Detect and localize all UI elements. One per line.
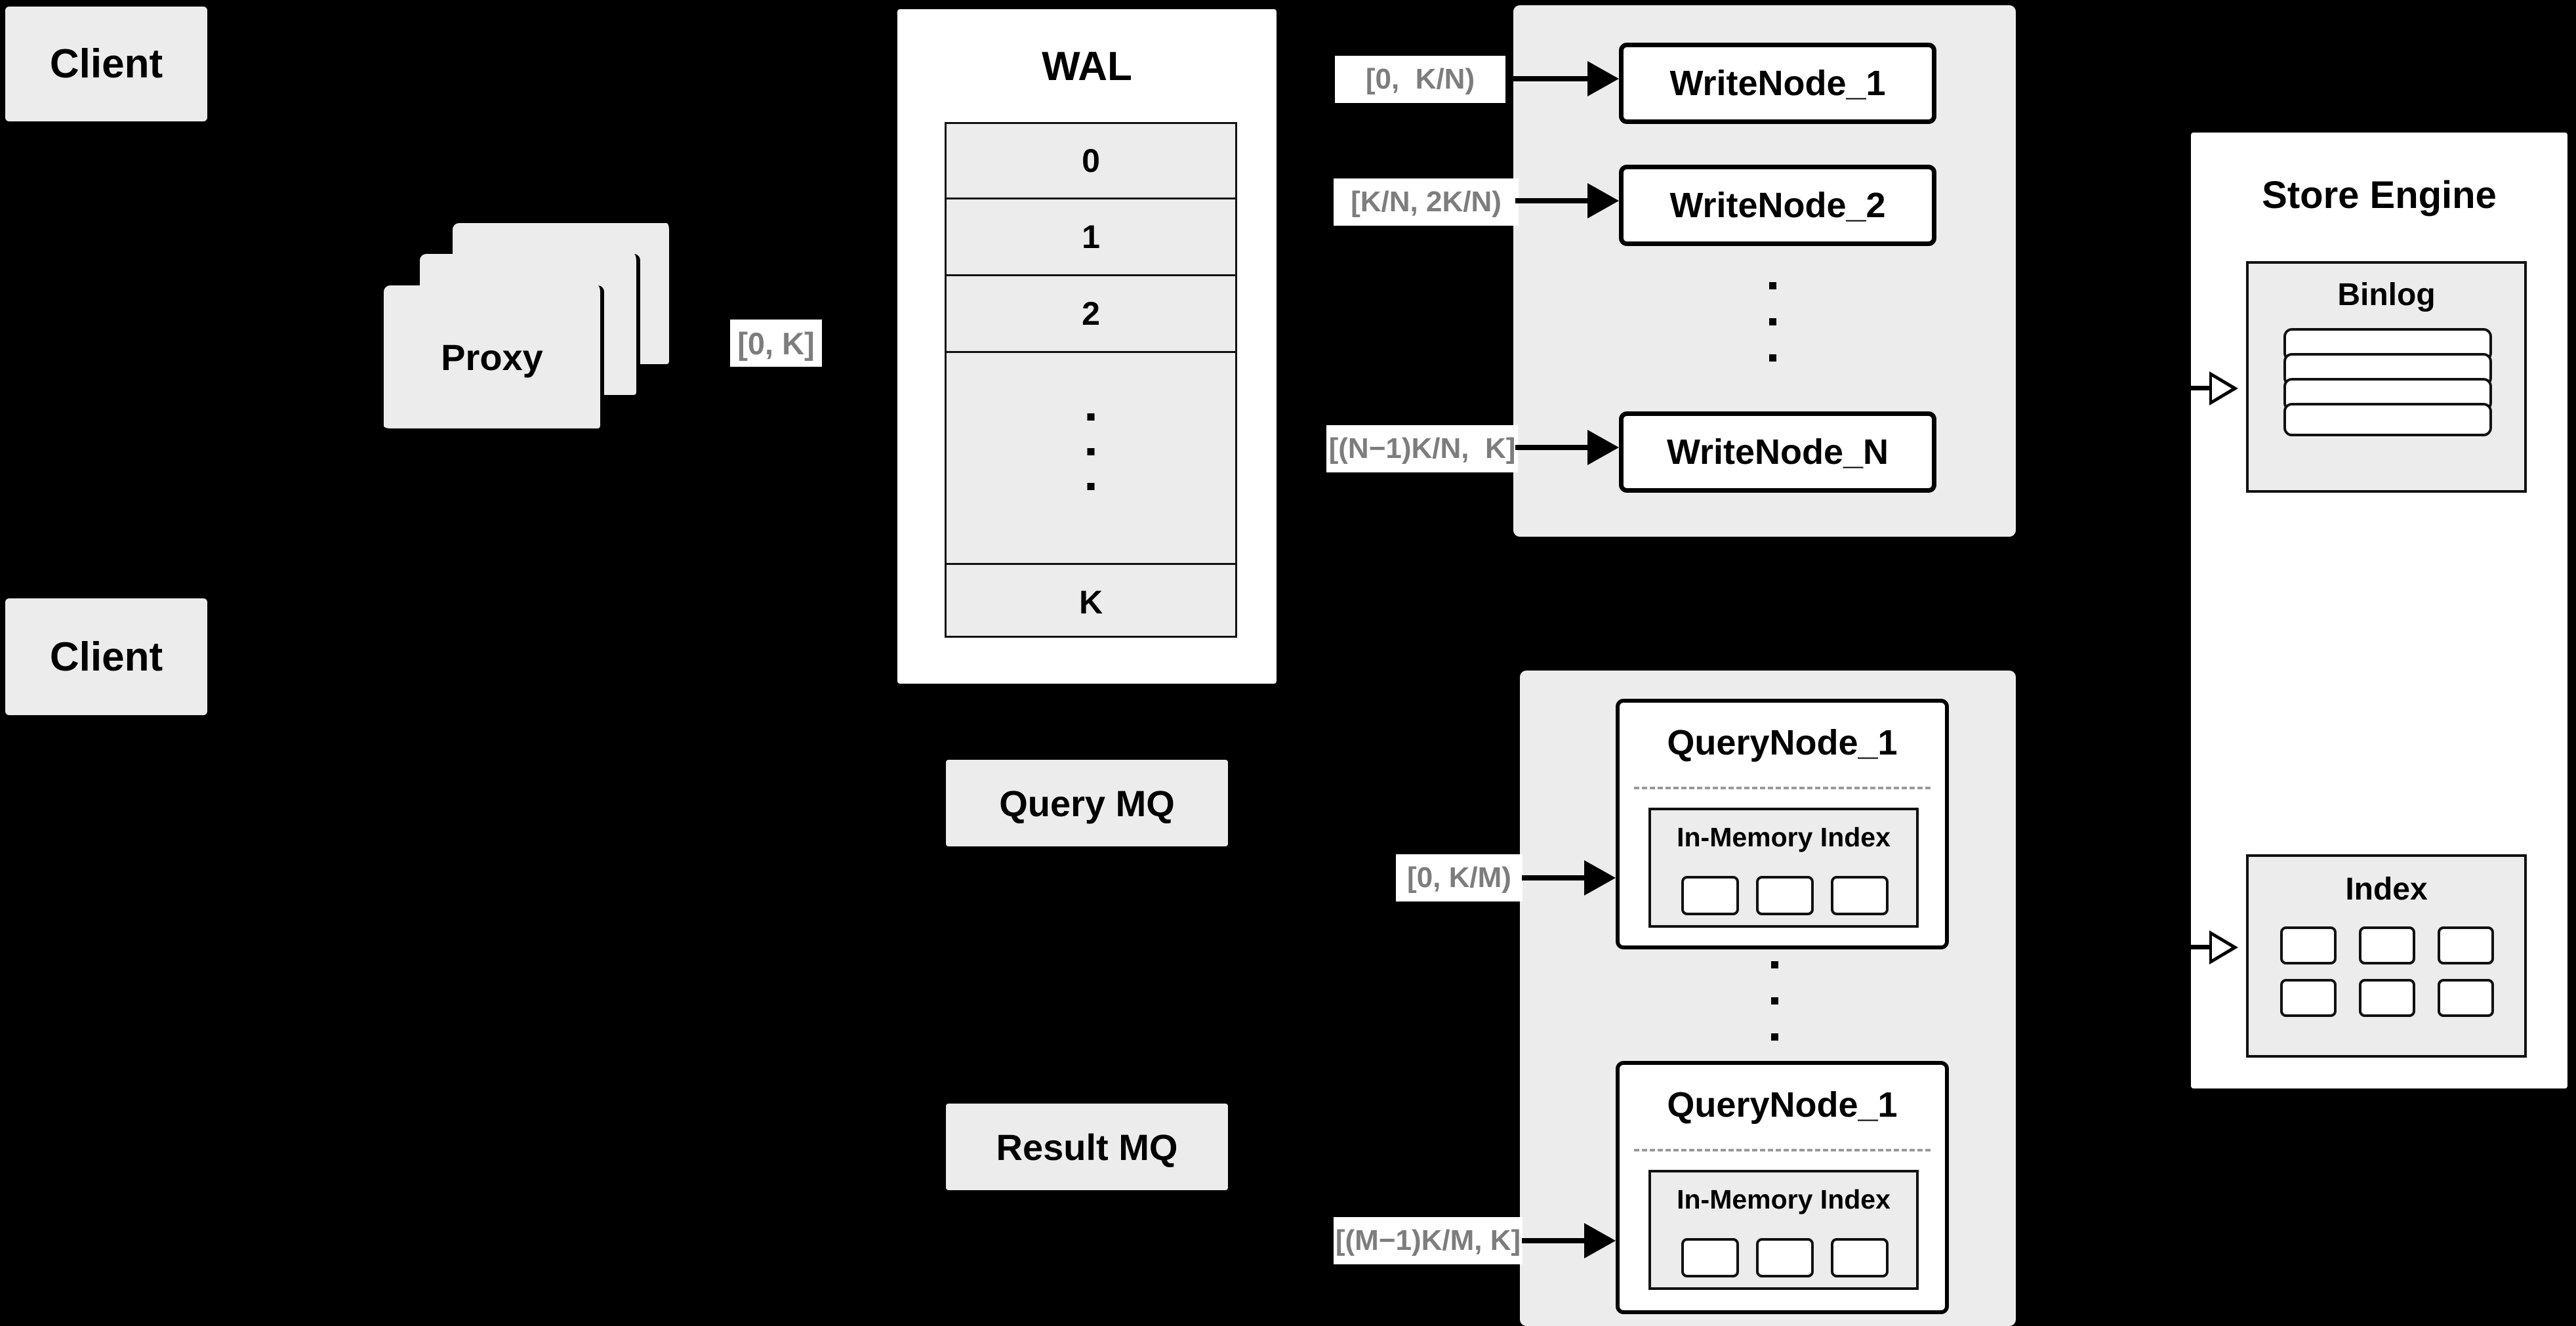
binlog-title: Binlog [2337,278,2436,312]
wal-ellipsis-dots [1087,413,1095,490]
query-node-1-arrowhead [1584,860,1616,896]
query-node-2-connector [1522,1238,1604,1243]
index-chip[interactable] [2359,979,2415,1017]
in-memory-index-title-1: In-Memory Index [1677,822,1891,852]
client-box-1[interactable]: Client [5,7,207,121]
write-node-1-connector [1509,76,1604,81]
index-arrowhead-inner [2212,936,2232,959]
index-chip[interactable] [2438,979,2494,1017]
binlog-arrowhead-inner [2212,377,2232,400]
in-memory-index-box-2: In-Memory Index [1648,1170,1919,1290]
query-mq-box[interactable]: Query MQ [946,760,1228,846]
wal-table: 0 1 2 K [945,122,1237,638]
proxy-stack[interactable]: Proxy [380,217,682,440]
wal-row[interactable]: K [1078,584,1103,621]
query-group-ellipsis-dots [1771,961,1778,1041]
store-engine-panel: Store Engine Binlog Index [2187,129,2571,1092]
client-box-2[interactable]: Client [5,598,207,715]
index-chip[interactable] [1681,876,1739,915]
write-node-n-arrowhead [1587,430,1619,465]
query-node-2-arrowhead [1584,1223,1616,1258]
proxy-label: Proxy [441,336,543,378]
result-mq-label: Result MQ [996,1126,1178,1168]
wal-title: WAL [1042,44,1132,89]
wal-row-ellipsis [947,353,1235,565]
proxy-range-label: [0, K] [730,320,822,367]
write-group-ellipsis-dots [1769,282,1776,362]
query-node-1-range-label: [0, K/M) [1396,854,1523,901]
index-chip[interactable] [2359,926,2415,964]
write-node-2-label: WriteNode_2 [1669,186,1886,225]
in-memory-index-box-1: In-Memory Index [1648,808,1919,928]
write-node-2[interactable]: WriteNode_2 [1619,165,1936,246]
query-mq-label: Query MQ [999,782,1175,824]
write-node-n-connector [1515,445,1604,450]
result-mq-box[interactable]: Result MQ [946,1104,1228,1190]
write-node-1[interactable]: WriteNode_1 [1619,43,1936,124]
query-node-2-divider [1634,1149,1931,1151]
index-connector [2177,945,2217,949]
client-label-2: Client [49,634,163,680]
query-node-2[interactable]: QueryNode_1 In-Memory Index [1616,1061,1949,1314]
write-node-n-range-label: [(N−1)K/N, K] [1326,425,1518,472]
wal-panel: WAL 0 1 2 K [893,5,1280,688]
query-node-2-title: QueryNode_1 [1667,1085,1898,1125]
index-box: Index [2246,854,2527,1058]
binlog-connector [2177,386,2217,390]
query-node-1-divider [1634,787,1931,789]
write-node-2-range-label: [K/N, 2K/N) [1334,178,1519,226]
index-chip[interactable] [1831,1238,1889,1277]
proxy-card-front[interactable]: Proxy [384,285,604,432]
query-node-1[interactable]: QueryNode_1 In-Memory Index [1616,699,1949,949]
index-chip[interactable] [1681,1238,1739,1277]
in-memory-index-title-2: In-Memory Index [1677,1184,1891,1214]
query-node-2-range-label: [(M−1)K/M, K] [1334,1217,1523,1264]
binlog-bar[interactable] [2283,403,2492,436]
index-chip[interactable] [1756,876,1814,915]
index-chip[interactable] [1756,1238,1814,1277]
index-chip[interactable] [2280,926,2337,964]
write-node-1-arrowhead [1587,61,1619,96]
write-node-n-label: WriteNode_N [1666,432,1889,472]
client-label-1: Client [49,41,163,87]
wal-row[interactable]: 1 [947,199,1235,276]
query-node-1-connector [1522,875,1604,881]
write-node-1-range-label: [0, K/N) [1335,56,1505,103]
store-engine-title: Store Engine [2262,174,2497,217]
index-chip[interactable] [2438,926,2494,964]
write-node-1-label: WriteNode_1 [1669,64,1886,103]
index-title: Index [2345,872,2428,907]
write-node-2-arrowhead [1587,183,1619,218]
write-node-n[interactable]: WriteNode_N [1619,411,1936,493]
wal-row[interactable]: 2 [947,276,1235,353]
query-node-1-title: QueryNode_1 [1667,723,1898,762]
index-chip[interactable] [2280,979,2337,1017]
binlog-box: Binlog [2246,261,2527,493]
index-chip[interactable] [1831,876,1889,915]
write-node-2-connector [1515,198,1604,203]
wal-row[interactable]: 0 [947,124,1235,199]
